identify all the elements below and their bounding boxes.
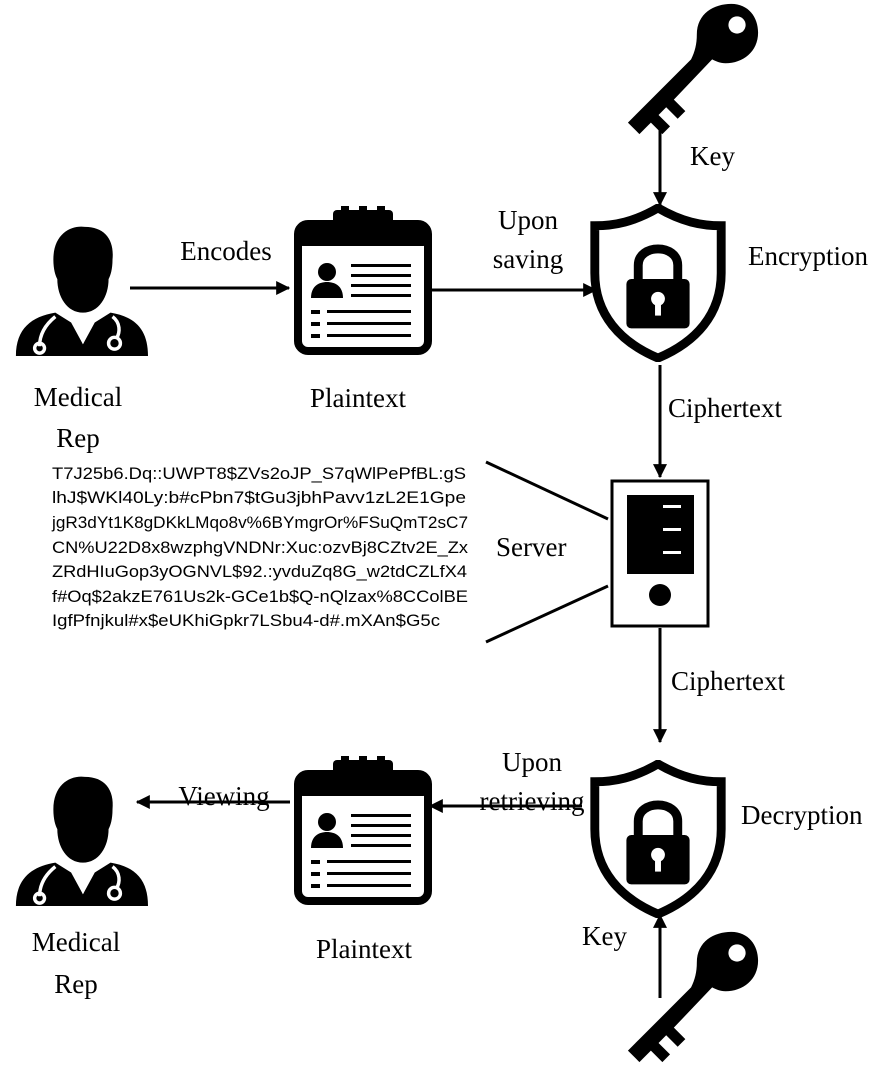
ciphertext-line: T7J25b6.Dq::UWPT8$ZVs2oJP_S7qWlPePfBL:gS [52,465,466,483]
doctor-person-icon-top [14,224,148,358]
server-icon [610,479,710,628]
ciphertext-sample-block: T7J25b6.Dq::UWPT8$ZVs2oJP_S7qWlPePfBL:gS… [51,465,469,630]
shield-lock-icon-decryption [595,764,721,914]
ciphertext-line: lhJ$WKl40Ly:b#cPbn7$tGu3jbhPavv1zL2E1Gpe [52,489,466,507]
label-medical-rep-top-2: Rep [56,423,100,453]
label-server: Server [496,532,566,562]
label-upon-retrieving-2: retrieving [480,786,585,816]
callout-line-lower [485,584,609,644]
doctor-person-icon-bottom [14,774,148,908]
shield-lock-icon-encryption [595,208,721,358]
label-upon-saving-1: Upon [498,205,558,235]
key-icon-top [627,3,759,135]
ciphertext-line: CN%U22D8x8wzphgVNDNr:Xuc:ozvBj8CZtv2E_Zx [52,539,469,557]
label-upon-retrieving-1: Upon [502,747,562,777]
ciphertext-line: jgR3dYt1K8gDKkLMqo8v%6BYmgrOr%FSuQmT2sC7 [51,514,468,532]
label-viewing: Viewing [178,781,269,811]
label-ciphertext-top: Ciphertext [668,393,782,423]
label-key-bottom: Key [582,921,627,951]
label-medical-rep-bottom-1: Medical [32,927,120,957]
label-upon-saving-2: saving [493,244,564,274]
label-plaintext-top: Plaintext [310,383,406,413]
label-medical-rep-bottom-2: Rep [54,969,98,999]
ciphertext-line: IgfPfnjkul#x$eUKhiGpkr7LSbu4-d#.mXAn$G5c [52,612,440,630]
label-ciphertext-bottom: Ciphertext [671,666,785,696]
clipboard-document-icon-top [295,206,431,351]
label-decryption: Decryption [741,800,863,830]
ciphertext-line: ZRdHIuGop3yOGNVL$92.:yvduZq8G_w2tdCZLfX4 [52,563,467,581]
clipboard-document-icon-bottom [295,756,431,901]
label-plaintext-bottom: Plaintext [316,934,412,964]
label-encryption: Encryption [748,241,868,271]
label-encodes: Encodes [180,236,271,266]
label-medical-rep-top-1: Medical [34,382,122,412]
ciphertext-line: f#Oq$2akzE761Us2k-GCe1b$Q-nQlzax%8CColBE [52,588,468,606]
callout-line-upper [485,460,609,521]
key-icon-bottom [627,931,759,1063]
label-key-top: Key [690,141,735,171]
